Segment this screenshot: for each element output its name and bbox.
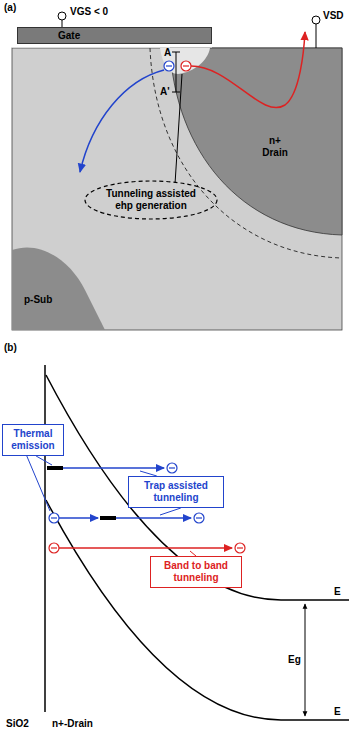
electron-symbol <box>181 61 191 71</box>
trap-level <box>47 466 63 470</box>
band-edge-label: E <box>334 706 341 718</box>
substrate-label-region: p-Sub <box>24 294 68 306</box>
cut-point-label: A' <box>160 86 170 98</box>
process-box: Thermal emission <box>2 424 64 456</box>
bandgap-arrow <box>305 604 306 716</box>
oxide-interface <box>44 365 46 712</box>
electron-symbol <box>49 513 59 523</box>
drain-wire <box>316 24 317 48</box>
electron-symbol <box>194 513 204 523</box>
panel-label: (b) <box>4 342 17 354</box>
hole-path-arrow <box>80 70 164 172</box>
drain-label-region: n+ Drain <box>255 135 295 159</box>
leader-line <box>160 508 181 515</box>
dashed-ellipse <box>85 181 217 219</box>
material-label: SiO2 <box>6 718 29 730</box>
node-text: Band to band tunneling <box>153 560 239 584</box>
node-text: Thermal emission <box>5 428 61 452</box>
material-label: n+-Drain <box>52 718 93 730</box>
process-box: Band to band tunneling <box>150 556 242 588</box>
overlap-region <box>160 48 210 74</box>
node-text: p-Sub <box>24 294 68 306</box>
gate-wire <box>62 20 63 27</box>
tunnel-arrow <box>116 517 191 519</box>
bandgap-label: Eg <box>288 654 301 666</box>
electron-symbol <box>49 543 59 553</box>
gate-electrode: Gate <box>17 27 212 44</box>
node-text: Gate <box>58 30 211 42</box>
cut-line <box>176 52 177 92</box>
node-text: Tunneling assisted ehp generation <box>100 188 202 212</box>
band-edge-label: E <box>334 586 341 598</box>
drain-terminal <box>312 16 320 24</box>
voltage-label: VGS < 0 <box>70 6 108 18</box>
node-text: n+ Drain <box>255 135 295 159</box>
drain-region <box>170 48 342 235</box>
hole-symbol <box>164 61 174 71</box>
btbt-arrow <box>59 547 232 549</box>
conduction-band <box>46 375 349 600</box>
cut-line-tick <box>172 52 180 53</box>
p-sub-region <box>12 247 105 330</box>
cut-line-tick <box>172 92 180 93</box>
electron-symbol <box>167 463 177 473</box>
voltage-label: VSD <box>323 10 344 22</box>
node-text: Trap assisted tunneling <box>131 480 221 504</box>
leader-line <box>175 74 182 182</box>
electron-symbol <box>235 543 245 553</box>
process-box: Trap assisted tunneling <box>128 476 224 508</box>
trap-level <box>100 516 116 520</box>
tunnel-arrow <box>59 517 98 519</box>
depletion-edge <box>150 48 342 258</box>
thermal-arrow <box>63 467 164 469</box>
leader-line <box>27 456 50 511</box>
callout-ellipse: Tunneling assisted ehp generation <box>84 180 218 220</box>
gate-oxide <box>12 45 212 48</box>
substrate-region <box>12 48 342 330</box>
valence-band <box>46 500 349 720</box>
leader-line <box>36 456 52 465</box>
cut-point-label: A <box>164 47 171 59</box>
gate-terminal <box>58 12 66 20</box>
panel-label: (a) <box>4 2 16 14</box>
